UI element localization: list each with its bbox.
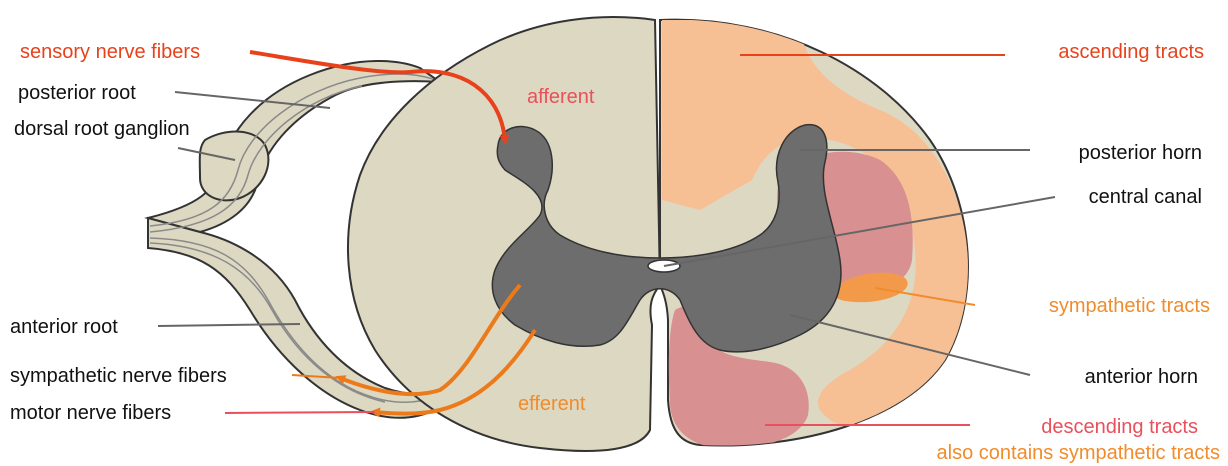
label-dorsal-root-ganglion: dorsal root ganglion (14, 118, 190, 140)
label-central-canal: central canal (1089, 186, 1202, 208)
label-also-contains-sympathetic-tracts: also contains sympathetic tracts (937, 442, 1220, 464)
label-motor-nerve-fibers: motor nerve fibers (10, 402, 171, 424)
ganglion-shape (200, 132, 269, 201)
label-posterior-root: posterior root (18, 82, 136, 104)
label-descending-tracts: descending tracts (1041, 416, 1198, 438)
label-ascending-tracts: ascending tracts (1058, 41, 1204, 63)
label-anterior-root: anterior root (10, 316, 118, 338)
label-anterior-horn: anterior horn (1085, 366, 1198, 388)
label-sensory-nerve-fibers: sensory nerve fibers (20, 41, 200, 63)
label-sympathetic-tracts: sympathetic tracts (1049, 295, 1210, 317)
label-afferent: afferent (527, 86, 594, 108)
leader-motor-nerve (225, 412, 375, 413)
label-sympathetic-nerve-fibers: sympathetic nerve fibers (10, 365, 227, 387)
label-posterior-horn: posterior horn (1079, 142, 1202, 164)
label-efferent: efferent (518, 393, 585, 415)
